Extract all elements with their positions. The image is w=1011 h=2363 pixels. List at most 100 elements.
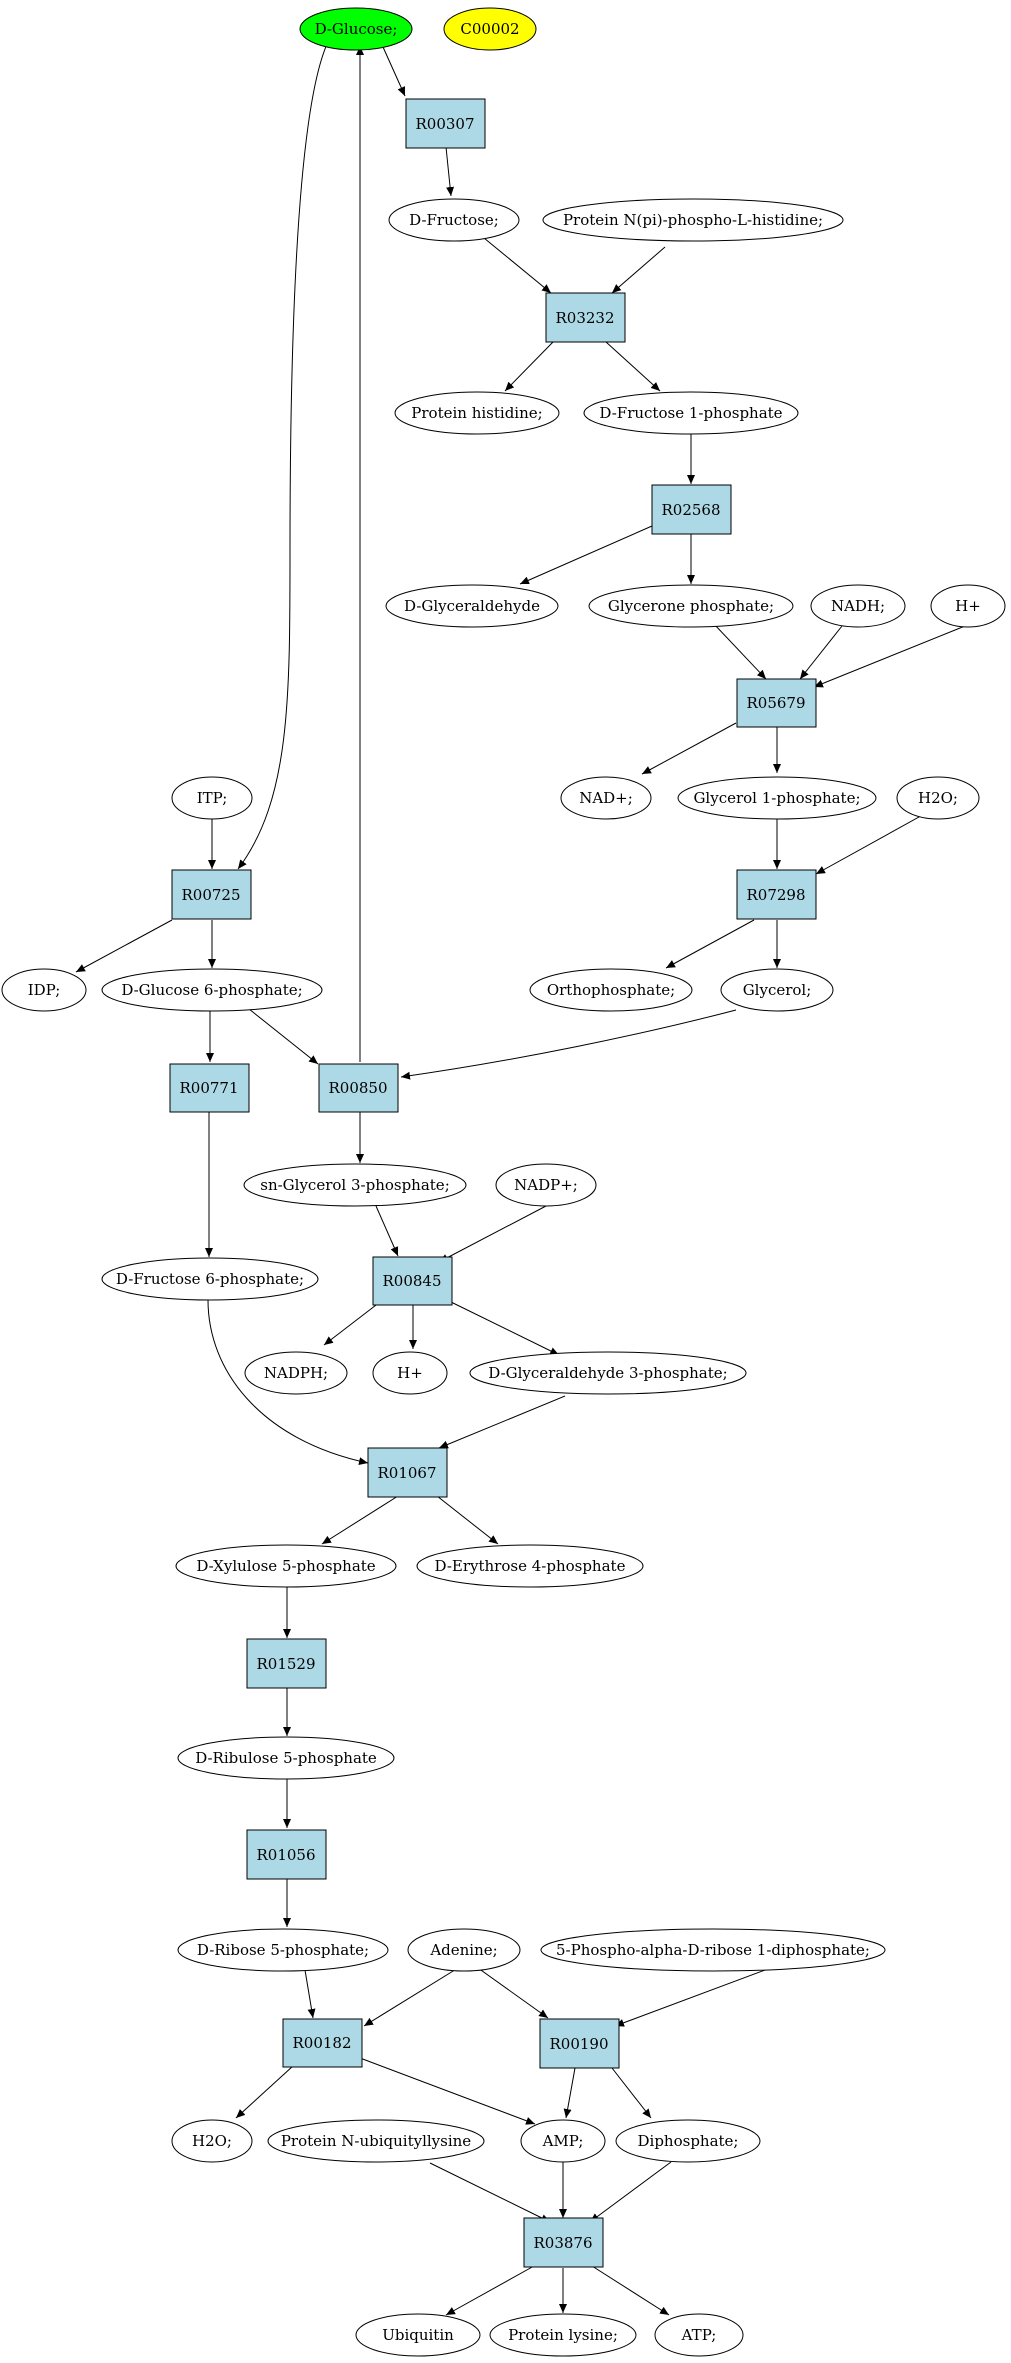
edge bbox=[519, 525, 653, 585]
edge bbox=[429, 2162, 551, 2223]
edge bbox=[483, 237, 552, 294]
edge bbox=[445, 2265, 535, 2316]
edge bbox=[614, 1969, 766, 2027]
node-label: ITP; bbox=[197, 789, 228, 807]
node-d-fructose-6-phosphate[interactable]: D-Fructose 6-phosphate; bbox=[101, 1257, 319, 1301]
reaction-box bbox=[651, 484, 732, 535]
node-label: IDP; bbox=[28, 981, 61, 999]
reaction-r00182[interactable]: R00182 bbox=[282, 2018, 363, 2068]
node-glycerol-1-phosphate[interactable]: Glycerol 1-phosphate; bbox=[677, 776, 877, 820]
node-c00002[interactable]: C00002 bbox=[443, 7, 537, 51]
node-d-xylulose-5-phosphate[interactable]: D-Xylulose 5-phosphate bbox=[175, 1544, 397, 1588]
node-label: AMP; bbox=[542, 2132, 584, 2150]
compound-ellipse bbox=[177, 1736, 395, 1780]
node-h2o-1[interactable]: H2O; bbox=[896, 776, 980, 820]
edge bbox=[445, 146, 455, 197]
node-atp[interactable]: ATP; bbox=[654, 2313, 744, 2357]
node-protein-lysine[interactable]: Protein lysine; bbox=[489, 2313, 637, 2357]
node-nadp-plus[interactable]: NADP+; bbox=[495, 1163, 597, 1207]
node-label: ATP; bbox=[681, 2326, 717, 2344]
reaction-r02568[interactable]: R02568 bbox=[651, 484, 732, 535]
reaction-r00190[interactable]: R00190 bbox=[539, 2018, 620, 2069]
compound-ellipse bbox=[469, 1351, 747, 1395]
node-d-ribose-5-phosphate[interactable]: D-Ribose 5-phosphate; bbox=[177, 1928, 389, 1972]
reaction-r00725[interactable]: R00725 bbox=[171, 869, 252, 920]
reaction-box bbox=[405, 98, 486, 149]
edge bbox=[665, 919, 755, 969]
reaction-r05679[interactable]: R05679 bbox=[736, 678, 817, 728]
node-d-erythrose-4-phosphate[interactable]: D-Erythrose 4-phosphate bbox=[416, 1544, 644, 1588]
edge bbox=[438, 1205, 547, 1263]
node-d-fructose-1-phosphate[interactable]: D-Fructose 1-phosphate bbox=[583, 391, 799, 435]
node-label: R03232 bbox=[555, 309, 614, 327]
reaction-r00845[interactable]: R00845 bbox=[372, 1256, 453, 1306]
node-d-ribulose-5-phosphate[interactable]: D-Ribulose 5-phosphate bbox=[177, 1736, 395, 1780]
node-orthophosphate[interactable]: Orthophosphate; bbox=[529, 968, 693, 1012]
node-protein-n-ubiquityllysine[interactable]: Protein N-ubiquityllysine bbox=[267, 2119, 485, 2163]
node-nad-plus[interactable]: NAD+; bbox=[560, 776, 652, 820]
node-h-plus-2[interactable]: H+ bbox=[372, 1351, 448, 1395]
node-d-glucose-6-phosphate[interactable]: D-Glucose 6-phosphate; bbox=[101, 968, 323, 1012]
node-d-glyceraldehyde-3-phosphate[interactable]: D-Glyceraldehyde 3-phosphate; bbox=[469, 1351, 747, 1395]
reaction-box bbox=[736, 869, 817, 920]
node-glycerone-phosphate[interactable]: Glycerone phosphate; bbox=[588, 584, 794, 628]
reaction-r03876[interactable]: R03876 bbox=[523, 2217, 604, 2268]
node-nadh[interactable]: NADH; bbox=[810, 584, 906, 628]
node-amp[interactable]: AMP; bbox=[520, 2119, 606, 2163]
compound-ellipse bbox=[583, 391, 799, 435]
node-label: Orthophosphate; bbox=[547, 981, 675, 999]
node-label: Diphosphate; bbox=[638, 2132, 739, 2150]
node-label: C00002 bbox=[460, 20, 519, 38]
node-idp[interactable]: IDP; bbox=[1, 968, 87, 1012]
node-label: R01056 bbox=[256, 1846, 315, 1864]
node-protein-nphis[interactable]: Protein N(pi)-phospho-L-histidine; bbox=[542, 198, 844, 242]
node-diphosphate[interactable]: Diphosphate; bbox=[615, 2119, 761, 2163]
compound-ellipse bbox=[615, 2119, 761, 2163]
compound-ellipse bbox=[388, 198, 520, 242]
compound-ellipse bbox=[810, 584, 906, 628]
node-label: D-Xylulose 5-phosphate bbox=[196, 1557, 375, 1575]
node-adenine[interactable]: Adenine; bbox=[407, 1928, 521, 1972]
node-label: Protein histidine; bbox=[411, 404, 542, 422]
node-d-fructose[interactable]: D-Fructose; bbox=[388, 198, 520, 242]
reaction-r00850[interactable]: R00850 bbox=[318, 1063, 399, 1113]
reaction-box bbox=[171, 869, 252, 920]
reaction-box bbox=[367, 1447, 448, 1498]
node-label: H+ bbox=[397, 1364, 423, 1382]
compound-ellipse bbox=[654, 2313, 744, 2357]
node-label: Ubiquitin bbox=[382, 2326, 454, 2344]
node-prpp[interactable]: 5-Phospho-alpha-D-ribose 1-diphosphate; bbox=[540, 1928, 886, 1972]
node-label: R01529 bbox=[256, 1655, 315, 1673]
node-nadph[interactable]: NADPH; bbox=[244, 1351, 348, 1395]
node-h2o-2[interactable]: H2O; bbox=[171, 2119, 253, 2163]
edge bbox=[237, 35, 332, 870]
node-protein-histidine[interactable]: Protein histidine; bbox=[394, 391, 560, 435]
reaction-r01067[interactable]: R01067 bbox=[367, 1447, 448, 1498]
edge bbox=[243, 1004, 319, 1065]
node-glycerol[interactable]: Glycerol; bbox=[720, 968, 834, 1012]
reaction-r00307[interactable]: R00307 bbox=[405, 98, 486, 149]
compound-ellipse bbox=[489, 2313, 637, 2357]
node-label: R00725 bbox=[181, 886, 240, 904]
reaction-r07298[interactable]: R07298 bbox=[736, 869, 817, 920]
edge bbox=[207, 1299, 369, 1466]
edge bbox=[363, 1967, 459, 2027]
reaction-r00771[interactable]: R00771 bbox=[169, 1063, 250, 1113]
reaction-r01056[interactable]: R01056 bbox=[246, 1829, 327, 1880]
reaction-box bbox=[545, 292, 626, 343]
node-ubiquitin[interactable]: Ubiquitin bbox=[355, 2313, 481, 2357]
edge bbox=[323, 1301, 381, 1346]
edge bbox=[611, 2067, 652, 2119]
node-sn-glycerol-3-phosphate[interactable]: sn-Glycerol 3-phosphate; bbox=[243, 1163, 467, 1207]
node-itp[interactable]: ITP; bbox=[171, 776, 253, 820]
node-d-glucose[interactable]: D-Glucose; bbox=[299, 7, 413, 51]
node-label: D-Fructose 6-phosphate; bbox=[116, 1270, 304, 1288]
reaction-r01529[interactable]: R01529 bbox=[246, 1638, 327, 1689]
node-label: Protein lysine; bbox=[508, 2326, 618, 2344]
edge bbox=[713, 623, 767, 680]
node-h-plus-1[interactable]: H+ bbox=[930, 584, 1006, 628]
node-d-glyceraldehyde[interactable]: D-Glyceraldehyde bbox=[385, 584, 559, 628]
reaction-r03232[interactable]: R03232 bbox=[545, 292, 626, 343]
node-label: R00845 bbox=[382, 1272, 441, 1290]
compound-ellipse bbox=[394, 391, 560, 435]
